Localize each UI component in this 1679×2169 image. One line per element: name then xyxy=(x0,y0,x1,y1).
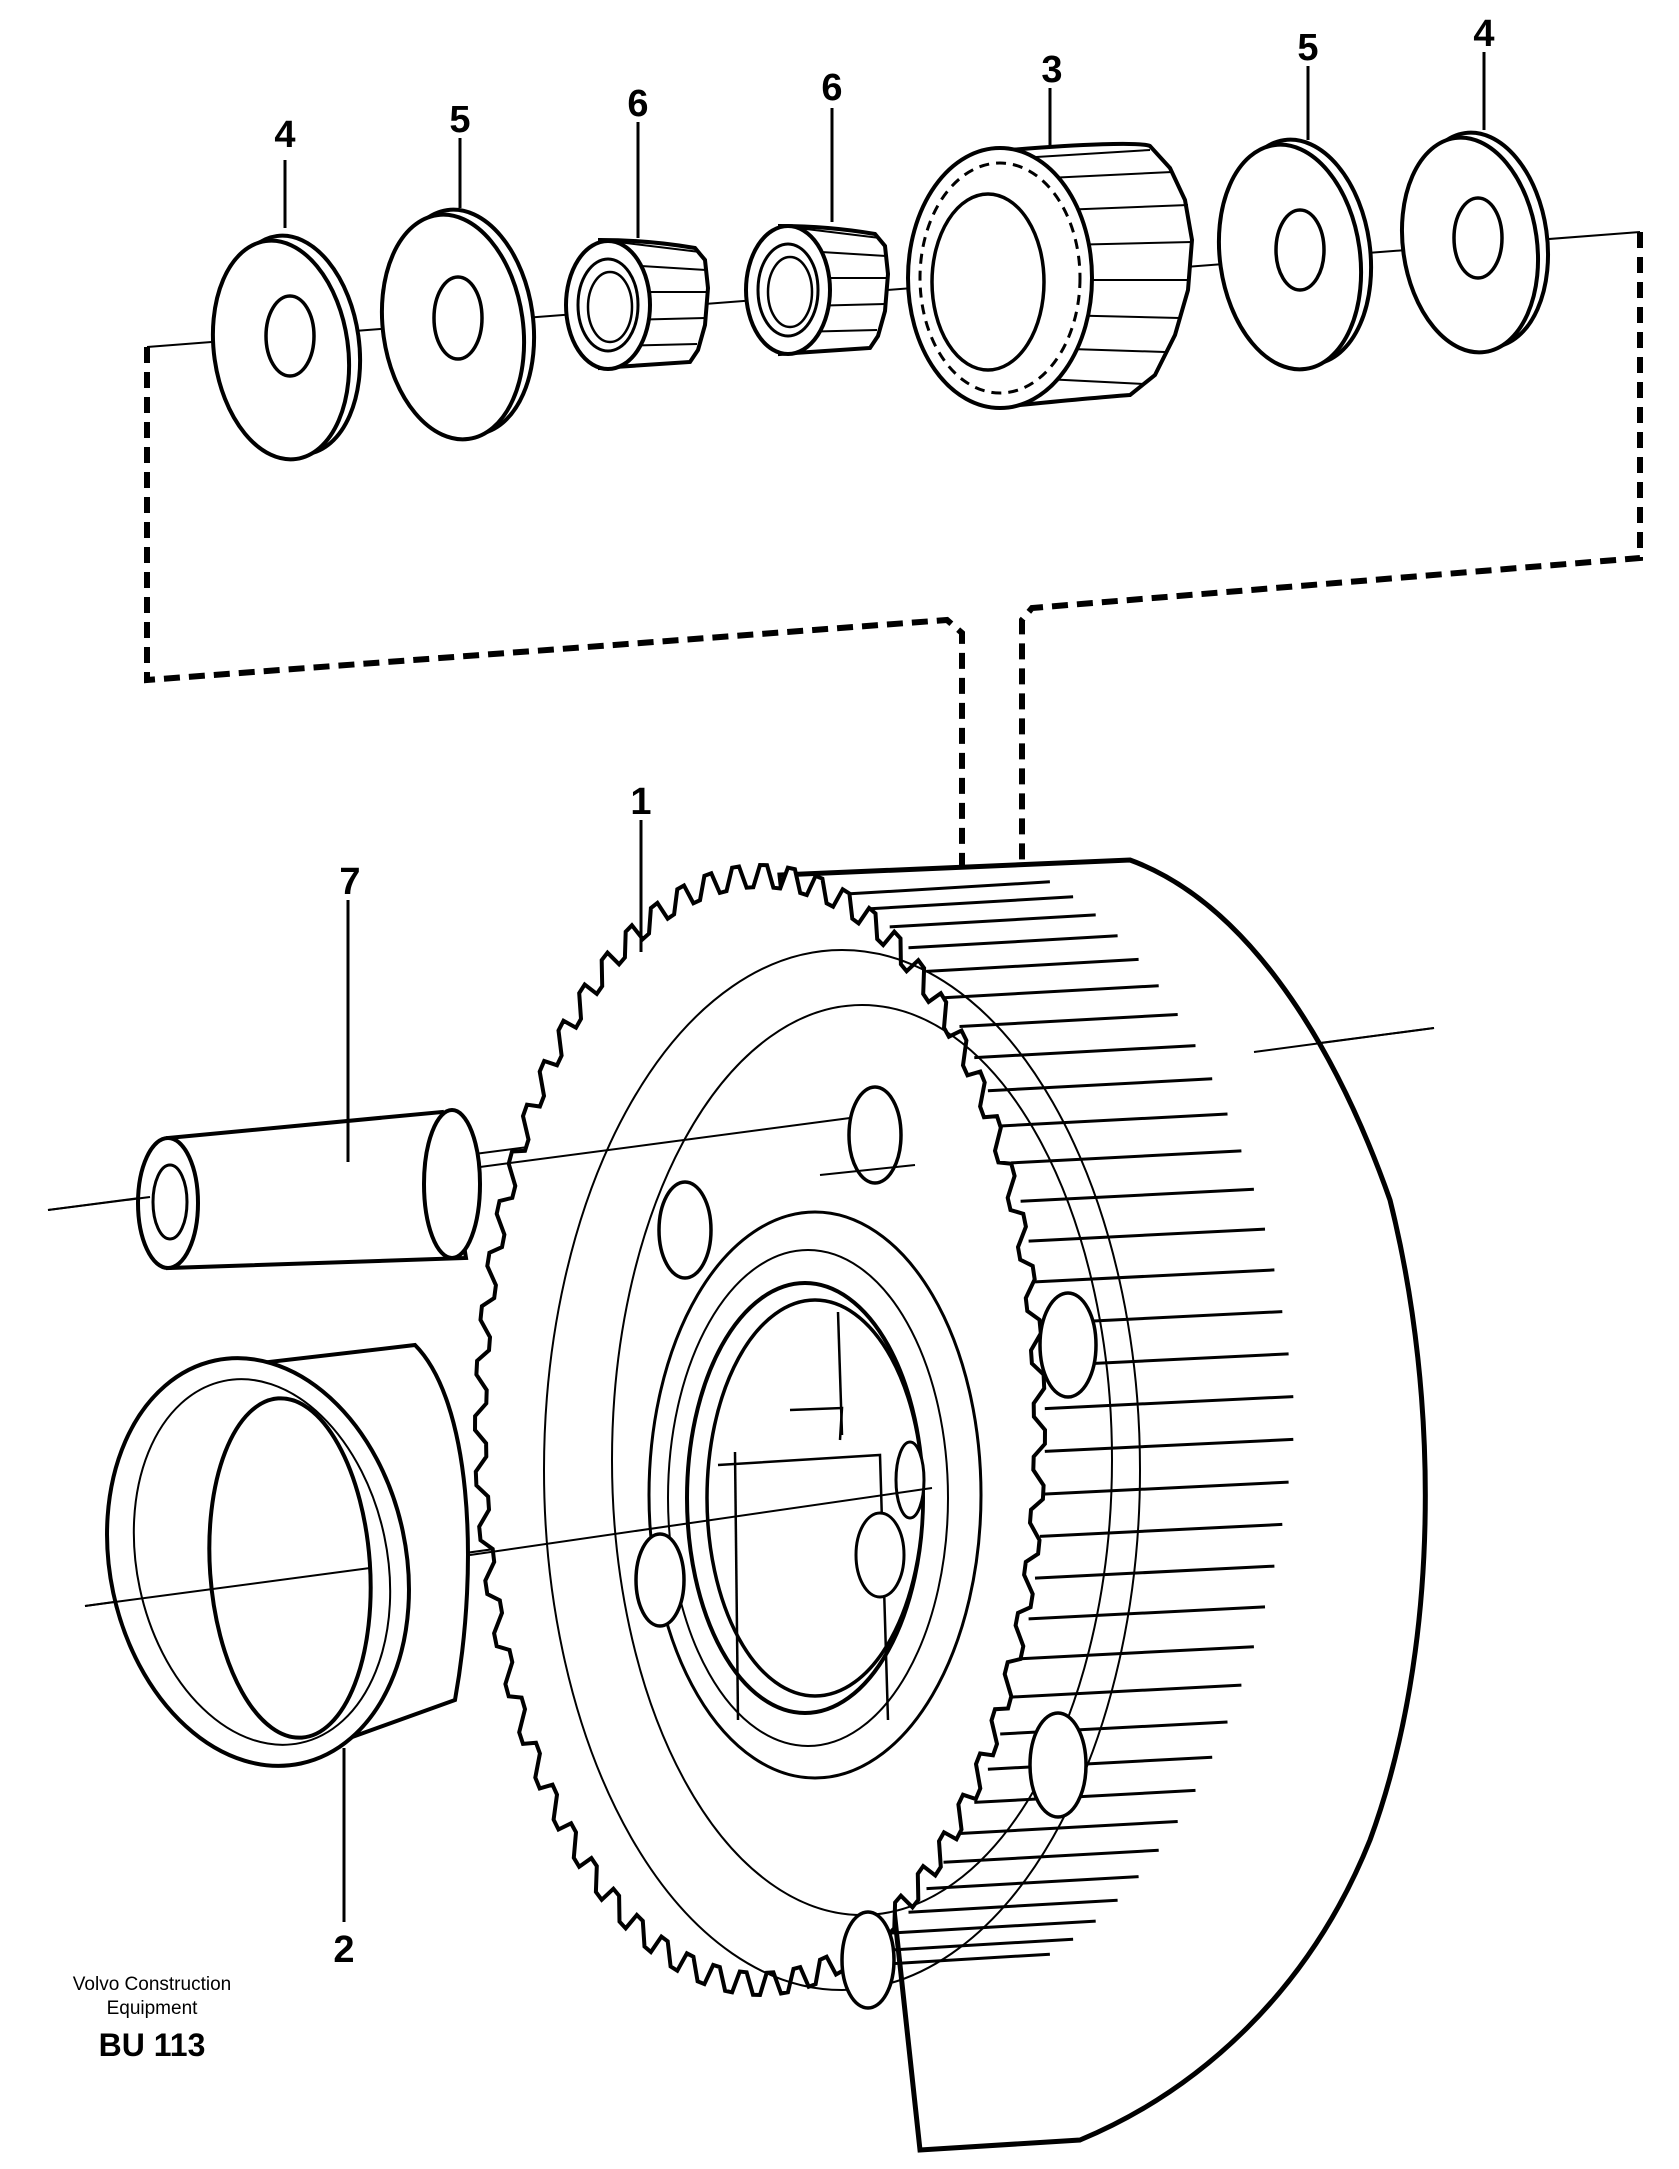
leader-lines xyxy=(283,52,1486,1922)
gear-tooth-ridge xyxy=(974,1788,1196,1804)
bushing-ring-part-2 xyxy=(84,1342,933,1768)
assembly-connector-dashed xyxy=(144,232,1643,1040)
gear-part-3 xyxy=(906,141,1195,410)
drawing-code: BU 113 xyxy=(99,2027,206,2063)
pin-part-7 xyxy=(47,1108,851,1271)
gear-tooth-ridge xyxy=(870,1937,1074,1953)
gear-part-6-left xyxy=(564,237,711,371)
gear-tooth-ridge xyxy=(1034,1268,1275,1284)
gear-tooth-ridge xyxy=(974,1044,1196,1060)
gear-tooth-ridge xyxy=(1020,1645,1254,1661)
gear-tooth-ridge xyxy=(1028,1227,1266,1243)
gear-tooth-ridge xyxy=(1000,1112,1228,1128)
callout-1: 1 xyxy=(630,781,651,823)
footer: Volvo Construction Equipment BU 113 xyxy=(73,1974,231,2063)
gear-tooth-ridge xyxy=(889,913,1096,929)
gear-tooth-ridge xyxy=(908,1898,1118,1914)
gear-tooth-ridge xyxy=(1044,1437,1294,1453)
gear-tooth-ridge xyxy=(1039,1522,1283,1538)
callout-6-right: 6 xyxy=(821,67,842,109)
gear-tooth-ridge xyxy=(926,1875,1139,1891)
callout-5-right: 5 xyxy=(1297,27,1318,69)
callout-labels: 4 5 6 6 3 5 4 1 7 2 xyxy=(274,13,1494,1971)
callout-5-left: 5 xyxy=(449,99,470,141)
washer-part-4-right xyxy=(1399,130,1551,355)
gear-bolt-holes xyxy=(634,1085,1098,2010)
gear-tooth-ridges xyxy=(849,880,1294,1968)
gear-tooth-ridge xyxy=(959,1820,1178,1835)
callout-6-left: 6 xyxy=(627,83,648,125)
gear-tooth-ridge xyxy=(1028,1605,1266,1621)
gear-tooth-ridge xyxy=(849,880,1050,896)
callout-7: 7 xyxy=(339,861,360,903)
callout-4-left: 4 xyxy=(274,114,295,156)
gear-tooth-ridge xyxy=(926,957,1139,973)
company-name-line-2: Equipment xyxy=(107,1998,199,2019)
gear-tooth-ridge xyxy=(1034,1564,1275,1580)
gear-tooth-ridge xyxy=(1043,1480,1289,1496)
gear-tooth-ridge xyxy=(908,934,1118,950)
gear-tooth-ridge xyxy=(889,1919,1096,1935)
callout-3: 3 xyxy=(1041,49,1062,91)
callout-2: 2 xyxy=(333,1929,354,1971)
gear-tooth-ridge xyxy=(987,1755,1213,1771)
gear-tooth-ridge xyxy=(943,1848,1159,1864)
gear-tooth-ridge xyxy=(943,984,1159,1000)
large-gear-part-1 xyxy=(472,857,1435,2153)
callout-4-right: 4 xyxy=(1473,13,1494,55)
washer-part-4-left xyxy=(210,233,363,462)
gear-part-6-right xyxy=(744,223,891,357)
gear-tooth-ridge xyxy=(1011,1683,1242,1699)
gear-tooth-ridge xyxy=(1044,1395,1294,1411)
gear-tooth-ridge xyxy=(1020,1187,1254,1203)
gear-tooth-ridge xyxy=(870,895,1074,911)
washer-part-5-right xyxy=(1216,137,1374,372)
gear-tooth-ridge xyxy=(987,1077,1213,1093)
company-name-line-1: Volvo Construction xyxy=(73,1974,231,1995)
washer-part-5-left xyxy=(379,207,537,442)
